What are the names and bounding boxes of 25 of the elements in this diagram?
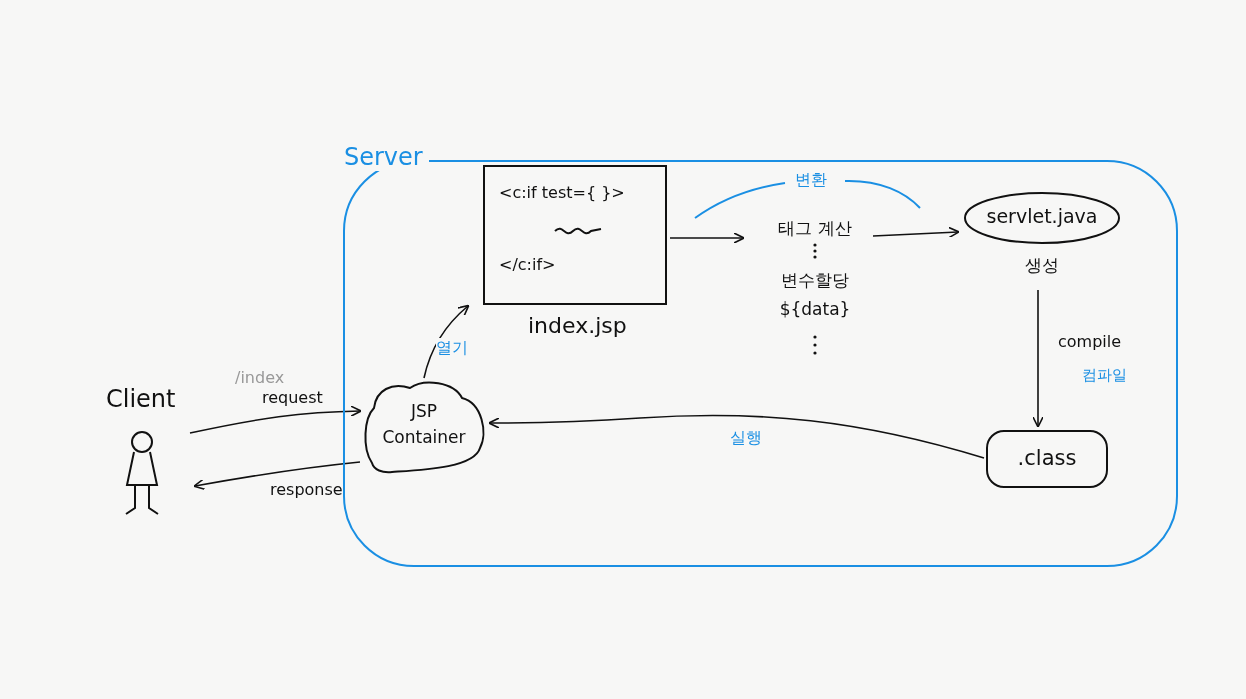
process-step: 태그 계산: [745, 217, 885, 240]
arrow: [488, 414, 985, 459]
node-label: .class: [1016, 446, 1078, 470]
arrow: [872, 226, 960, 239]
edge-label: 실행: [730, 428, 762, 449]
process-step: 변수할당: [745, 269, 885, 292]
node-label: servlet.java: [985, 205, 1099, 227]
edge-label: compile: [1058, 332, 1122, 351]
process-step: ${data}: [745, 299, 885, 319]
container-label: JSP Container: [381, 400, 467, 449]
caption-text: 생성: [1024, 254, 1060, 277]
file-name: index.jsp: [528, 313, 627, 338]
arrow: [423, 304, 470, 379]
edge-label: request: [262, 388, 323, 407]
note-label: 컴파일: [1082, 366, 1127, 385]
arrow: [669, 232, 745, 244]
note-label: /index: [235, 368, 285, 387]
arrow: [189, 405, 362, 434]
code-line: </c:if>: [499, 255, 556, 274]
note-label: 변환: [795, 170, 827, 191]
edge-label: 열기: [436, 338, 468, 359]
arrow: [1032, 289, 1044, 428]
code-line: <c:if test={ }>: [499, 183, 625, 202]
arrow: [193, 461, 361, 491]
client-label: Client: [106, 385, 176, 413]
